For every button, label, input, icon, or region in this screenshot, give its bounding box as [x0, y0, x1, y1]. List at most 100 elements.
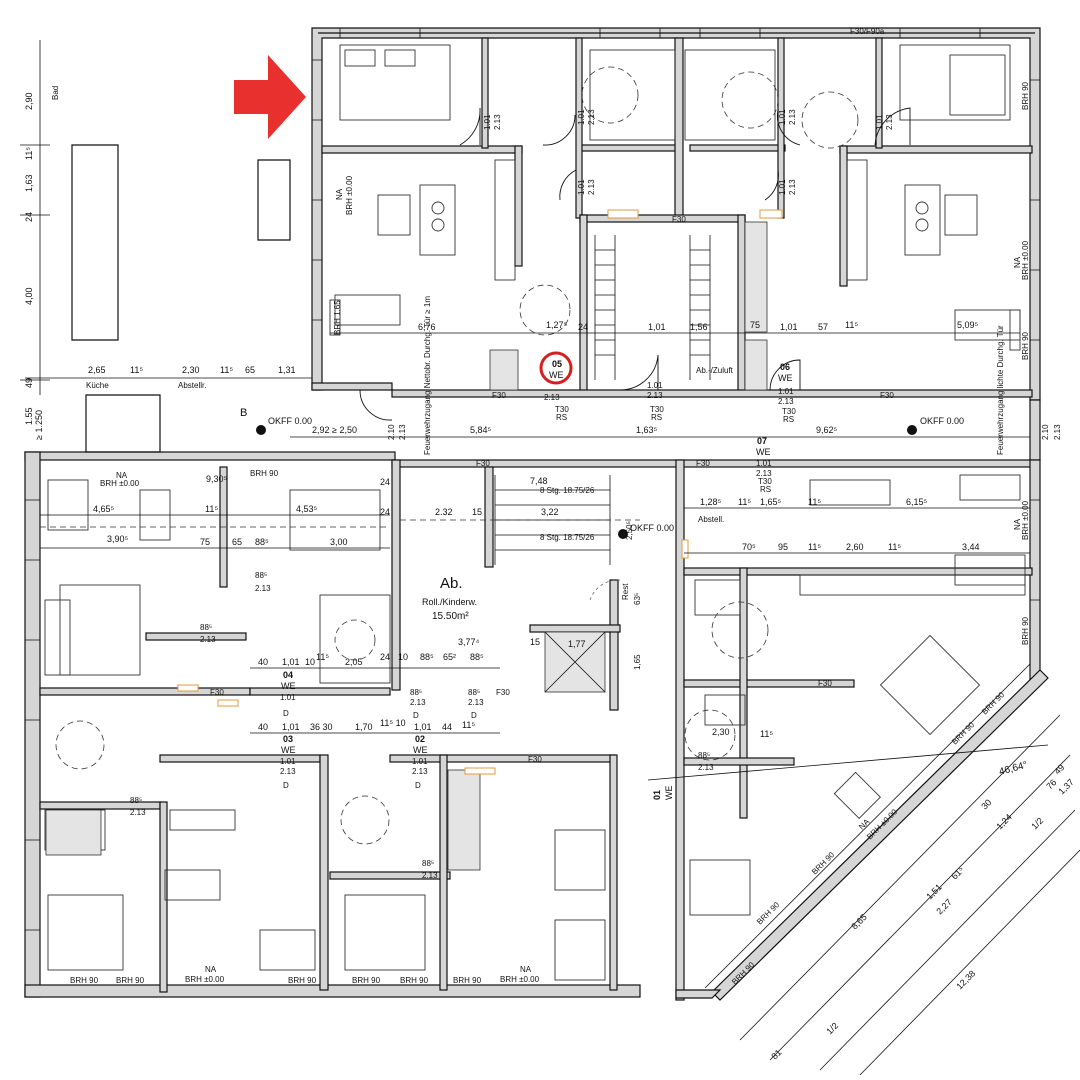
dim-115-right-c: 11⁵ — [808, 542, 821, 552]
dim-115-left: 11⁵ — [24, 147, 34, 160]
door-213-d: 2.13 — [885, 114, 894, 130]
unit-03-number: 03 — [283, 734, 293, 744]
dim-40-b: 40 — [258, 722, 268, 732]
dim-40-a: 40 — [258, 657, 268, 667]
dim-115-top: 11⁵ — [845, 320, 858, 330]
door-213-o: 2.13 — [410, 698, 426, 707]
label-brh90-i: BRH 90 — [1021, 331, 1030, 360]
dim-24-mid-b: 24 — [380, 507, 390, 517]
door-101-l: 1.01 — [280, 757, 296, 766]
door-d-c: D — [415, 781, 421, 790]
unit-04-number: 04 — [283, 670, 293, 680]
room-vent: Ab.-/Zuluft — [696, 366, 734, 375]
dim-95: 95 — [778, 542, 788, 552]
dim-65-street: 65 — [245, 365, 255, 375]
dim-748: 7,48 — [530, 476, 548, 486]
label-brh90-b: BRH 90 — [70, 976, 99, 985]
level-marker-icon — [256, 425, 917, 539]
label-brh90-m: BRH 90 — [755, 900, 782, 927]
label-brh90-g: BRH 90 — [453, 976, 482, 985]
dim-2505: 2,50⁵ — [625, 521, 634, 540]
dim-15-mid: 15 — [472, 507, 482, 517]
door-t30-a: T30 — [555, 405, 569, 414]
dim-1238: 12,38 — [954, 968, 977, 991]
label-brh165: BRH 1.65 — [333, 300, 342, 335]
door-101-c: 1.01 — [778, 109, 787, 125]
door-101-b: 1.01 — [577, 109, 586, 125]
door-885-g: 88⁵ — [698, 751, 710, 760]
dim-75-mid: 75 — [200, 537, 210, 547]
dim-65-mid: 65 — [232, 537, 242, 547]
label-f30-b: F30 — [492, 391, 506, 400]
label-f30-g: F30 — [210, 688, 224, 697]
dim-177: 1,77 — [568, 639, 586, 649]
label-f30-a: F30 — [672, 215, 686, 224]
dim-163: 1,63 — [24, 174, 34, 192]
dim-3630: 36 30 — [310, 722, 333, 732]
door-d-e: D — [471, 711, 477, 720]
label-brh90-e: BRH 90 — [352, 976, 381, 985]
room-storage-right: Abstell. — [698, 515, 724, 524]
label-na-a: NA — [116, 471, 128, 480]
dim-615-diag: 61⁵ — [949, 864, 966, 881]
door-101-j: 1.01 — [756, 459, 772, 468]
dim-49-diag: 49 — [1052, 762, 1066, 776]
plan-text: F30/F90a 05 WE 06 WE 07 WE 04 WE 03 WE 0… — [24, 27, 1076, 1061]
dim-400: 4,00 — [24, 287, 34, 305]
dim-4664: 46,64° — [998, 760, 1029, 778]
door-d-b: D — [283, 781, 289, 790]
dim-24-lower: 24 — [380, 652, 390, 662]
room-common-area: 15.50m² — [432, 611, 469, 622]
door-101-g: 1.01 — [647, 381, 663, 390]
door-101-e: 1.01 — [577, 179, 586, 195]
dim-101-lower-a: 1,01 — [282, 657, 300, 667]
dim-115-lower-b: 11⁵ — [462, 720, 475, 730]
door-213-r: 2.13 — [422, 871, 438, 880]
dim-1275: 1,27⁵ — [546, 320, 568, 330]
room-abstellr: Abstellr. — [178, 381, 206, 390]
dim-3774: 3,77⁴ — [458, 637, 480, 647]
dim-4655: 4,65⁵ — [93, 504, 115, 514]
dim-885-mid: 88⁵ — [255, 537, 269, 547]
dim-227-diag: 2,27 — [934, 897, 953, 916]
label-brh0-e: BRH ±0.00 — [1021, 240, 1030, 280]
section-marker: B — [240, 407, 247, 419]
dim-30-diag: 30 — [979, 797, 993, 811]
dim-676: 6,76 — [418, 322, 436, 332]
label-f30-d: F30 — [476, 459, 490, 468]
red-arrow-icon — [234, 55, 306, 139]
dim-930: 9,30⁵ — [206, 474, 228, 484]
dim-213-right: 2.13 — [1053, 424, 1062, 440]
door-213-m: 2.13 — [280, 767, 296, 776]
dim-101-top-b: 1,01 — [780, 322, 798, 332]
door-885-f: 88⁵ — [422, 859, 434, 868]
dim-705: 70⁵ — [742, 542, 756, 552]
label-brh90-h: BRH 90 — [1021, 81, 1030, 110]
door-101-f: 1.01 — [778, 179, 787, 195]
door-213-g: 2.13 — [647, 391, 663, 400]
stair-lower: 8 Stg. 18.75/26 — [540, 533, 595, 542]
door-213-p: 2.13 — [468, 698, 484, 707]
door-213-i: 2.13 — [778, 397, 794, 406]
door-101-m: 1.01 — [412, 757, 428, 766]
room-kueche: Küche — [86, 381, 109, 390]
dim-3905: 3,90⁵ — [107, 534, 129, 544]
door-d-a: D — [283, 709, 289, 718]
door-213-e: 2.13 — [587, 179, 596, 195]
unit-04-type: WE — [281, 681, 296, 691]
label-na-c: NA — [520, 965, 532, 974]
unit-03-type: WE — [281, 745, 296, 755]
room-bad: Bad — [51, 86, 60, 100]
dim-24-mid-a: 24 — [380, 477, 390, 487]
dim-213-corr: 2.13 — [398, 424, 407, 440]
okff-stair: OKFF 0.00 — [630, 523, 674, 533]
door-101-k: 1.01 — [280, 693, 296, 702]
dim-290: 2,90 — [24, 92, 34, 110]
room-common-sub: Roll./Kinderw. — [422, 597, 477, 607]
dim-885-lower: 88⁵ — [420, 652, 434, 662]
room-rest: Rest — [621, 583, 630, 600]
red-circle-marker — [539, 351, 573, 385]
dim-4535: 4,53⁵ — [296, 504, 318, 514]
dim-865: 8,65 — [849, 912, 868, 931]
door-rs-c: RS — [783, 415, 794, 424]
